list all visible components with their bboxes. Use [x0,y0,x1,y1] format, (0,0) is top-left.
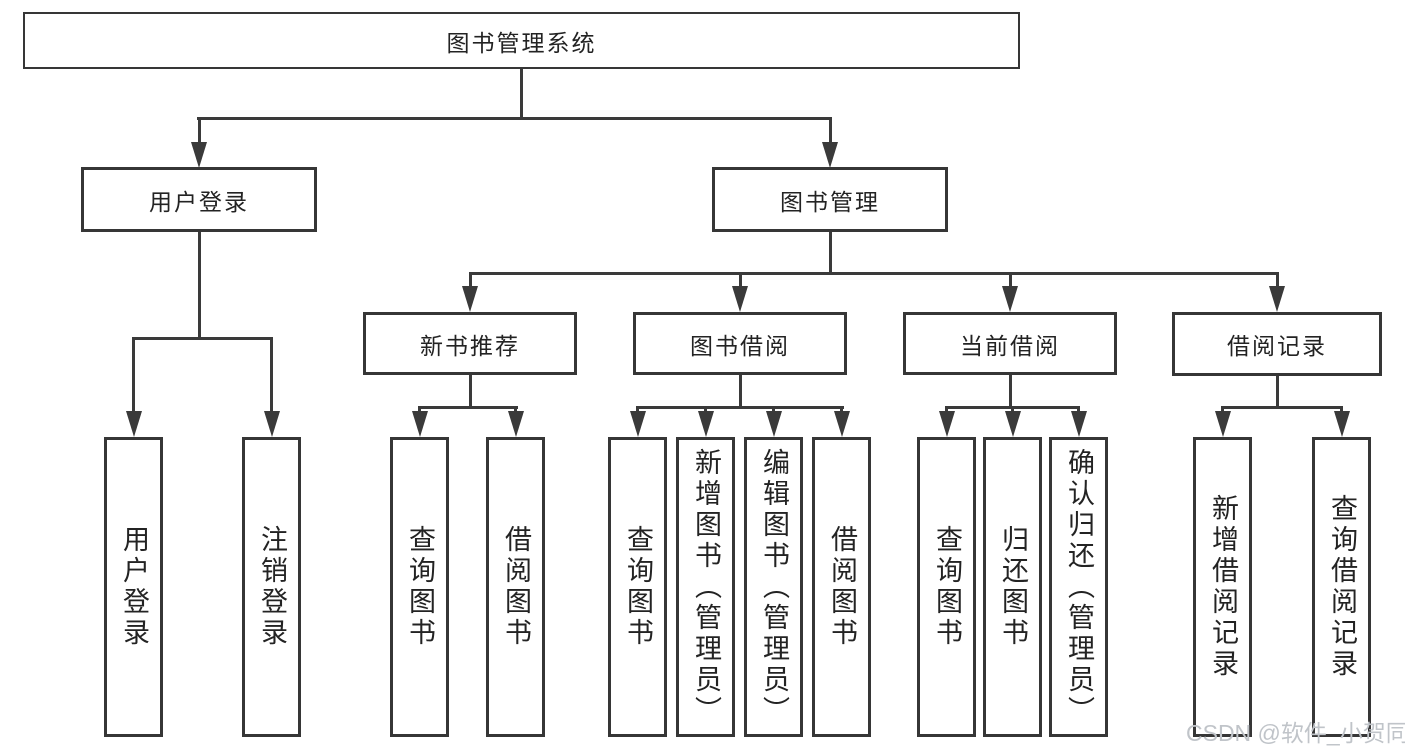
leaf-cb-query-books: 查询图书 [917,437,976,737]
arrow-down-icon [1214,411,1231,437]
node-book-management: 图书管理 [712,167,948,232]
connector-rail [197,117,832,120]
connector-stem [1275,375,1279,409]
connector-drop [418,406,421,414]
connector-drop [828,117,832,144]
connector-drop [270,337,273,413]
arrow-down-icon [1333,411,1350,437]
arrow-down-icon [938,411,955,437]
arrow-down-icon [191,142,207,168]
connector-drop [636,406,639,414]
arrow-down-icon [125,411,142,437]
arrow-down-icon [1002,286,1018,312]
csdn-watermark: CSDN @软件_小贺同学 [1186,720,1405,746]
arrow-down-icon [732,286,748,312]
connector-drop [1008,272,1012,290]
connector-stem [738,374,742,409]
arrow-down-icon [411,411,428,437]
connector-stem [520,69,523,120]
leaf-bb-add-books-admin: 新增图书（管理员） [676,437,735,737]
node-book-borrow: 图书借阅 [633,312,847,375]
connector-drop [738,272,742,290]
leaf-bb-query-books: 查询图书 [608,437,667,737]
connector-drop [945,406,948,414]
leaf-nbr-query-books: 查询图书 [390,437,449,737]
node-user-login-branch: 用户登录 [81,167,317,232]
arrow-down-icon [507,411,524,437]
connector-drop [704,406,707,414]
arrow-down-icon [1004,411,1021,437]
arrow-down-icon [822,142,838,168]
connector-rail [418,406,518,409]
arrow-down-icon [1269,286,1285,312]
arrow-down-icon [765,411,782,437]
connector-drop [197,117,201,144]
leaf-bb-borrow-books: 借阅图书 [812,437,871,737]
connector-rail [636,406,844,409]
connector-rail [132,337,273,340]
arrow-down-icon [263,411,280,437]
leaf-br-query-record: 查询借阅记录 [1312,437,1371,737]
node-new-book-recommend: 新书推荐 [363,312,577,375]
arrow-down-icon [629,411,646,437]
connector-rail [468,272,1279,275]
leaf-user-login: 用户登录 [104,437,163,737]
connector-drop [1011,406,1014,414]
arrow-down-icon [1070,411,1087,437]
connector-drop [132,337,135,413]
connector-drop [1077,406,1080,414]
arrow-down-icon [697,411,714,437]
connector-rail [1221,406,1343,409]
connector-stem [468,374,472,409]
connector-drop [772,406,775,414]
node-current-borrow: 当前借阅 [903,312,1117,375]
connector-drop [1221,406,1224,414]
connector-drop [514,406,517,414]
connector-stem [197,232,201,339]
leaf-br-add-record: 新增借阅记录 [1193,437,1252,737]
connector-stem [828,232,832,275]
leaf-logout: 注销登录 [242,437,301,737]
connector-stem [1008,374,1012,409]
arrow-down-icon [833,411,850,437]
leaf-nbr-borrow-books: 借阅图书 [486,437,545,737]
connector-drop [840,406,843,414]
node-borrow-records: 借阅记录 [1172,312,1382,376]
leaf-cb-confirm-return-admin: 确认归还（管理员） [1049,437,1108,737]
connector-drop [1275,272,1279,290]
connector-drop [468,272,472,290]
connector-drop [1340,406,1343,414]
arrow-down-icon [462,286,478,312]
leaf-bb-edit-books-admin: 编辑图书（管理员） [744,437,803,737]
leaf-cb-return-books: 归还图书 [983,437,1042,737]
node-library-management-system: 图书管理系统 [23,12,1020,69]
